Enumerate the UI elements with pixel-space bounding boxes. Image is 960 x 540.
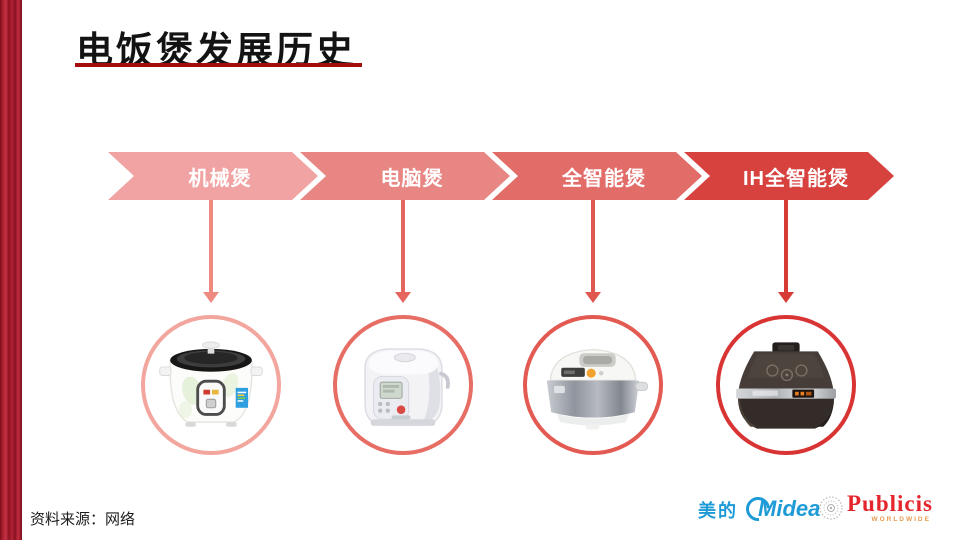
stage-circle-1 — [141, 315, 281, 455]
stage-connector-2 — [401, 200, 405, 292]
midea-m-mark: Midea — [741, 492, 828, 526]
stage-chevron-4: IH全智能煲 — [684, 152, 894, 200]
source-note: 资料来源：网络 — [30, 512, 136, 528]
stage-circle-4 — [716, 315, 856, 455]
ih-smart-rice-cooker-image — [736, 342, 836, 429]
connector-arrowhead-4 — [778, 292, 794, 303]
stage-connector-1 — [209, 200, 213, 292]
stage-label-1: 机械煲 — [188, 167, 252, 190]
stage-chevron-1: 机械煲 — [108, 152, 318, 200]
publicis-logo: Publicis WORLDWIDE — [818, 492, 933, 523]
stage-label-3: 全智能煲 — [562, 167, 646, 190]
left-accent-bar — [0, 0, 22, 540]
stage-circle-2 — [333, 315, 473, 455]
publicis-worldwide-label: WORLDWIDE — [871, 516, 931, 523]
connector-arrowhead-2 — [395, 292, 411, 303]
midea-logo-cn: 美的 — [698, 501, 738, 521]
stage-connector-4 — [784, 200, 788, 292]
title-underline — [75, 63, 362, 67]
computer-rice-cooker-image — [364, 348, 450, 426]
midea-logo: 美的 Midea — [698, 492, 828, 526]
connector-arrowhead-1 — [203, 292, 219, 303]
stage-chevron-3: 全智能煲 — [492, 152, 702, 200]
stage-label-4: IH全智能煲 — [743, 167, 849, 190]
smart-rice-cooker-image — [546, 348, 648, 430]
midea-logo-en: Midea — [758, 496, 821, 521]
mechanical-rice-cooker-image — [159, 341, 263, 427]
publicis-lion-emblem-icon — [819, 496, 843, 520]
stage-circle-3 — [523, 315, 663, 455]
stage-connector-3 — [591, 200, 595, 292]
process-band: 机械煲 电脑煲 全智能煲 IH全智能煲 — [108, 152, 898, 200]
connector-arrowhead-3 — [585, 292, 601, 303]
publicis-wordmark: Publicis — [847, 491, 933, 516]
stage-chevron-2: 电脑煲 — [300, 152, 510, 200]
stage-label-2: 电脑煲 — [380, 167, 444, 190]
